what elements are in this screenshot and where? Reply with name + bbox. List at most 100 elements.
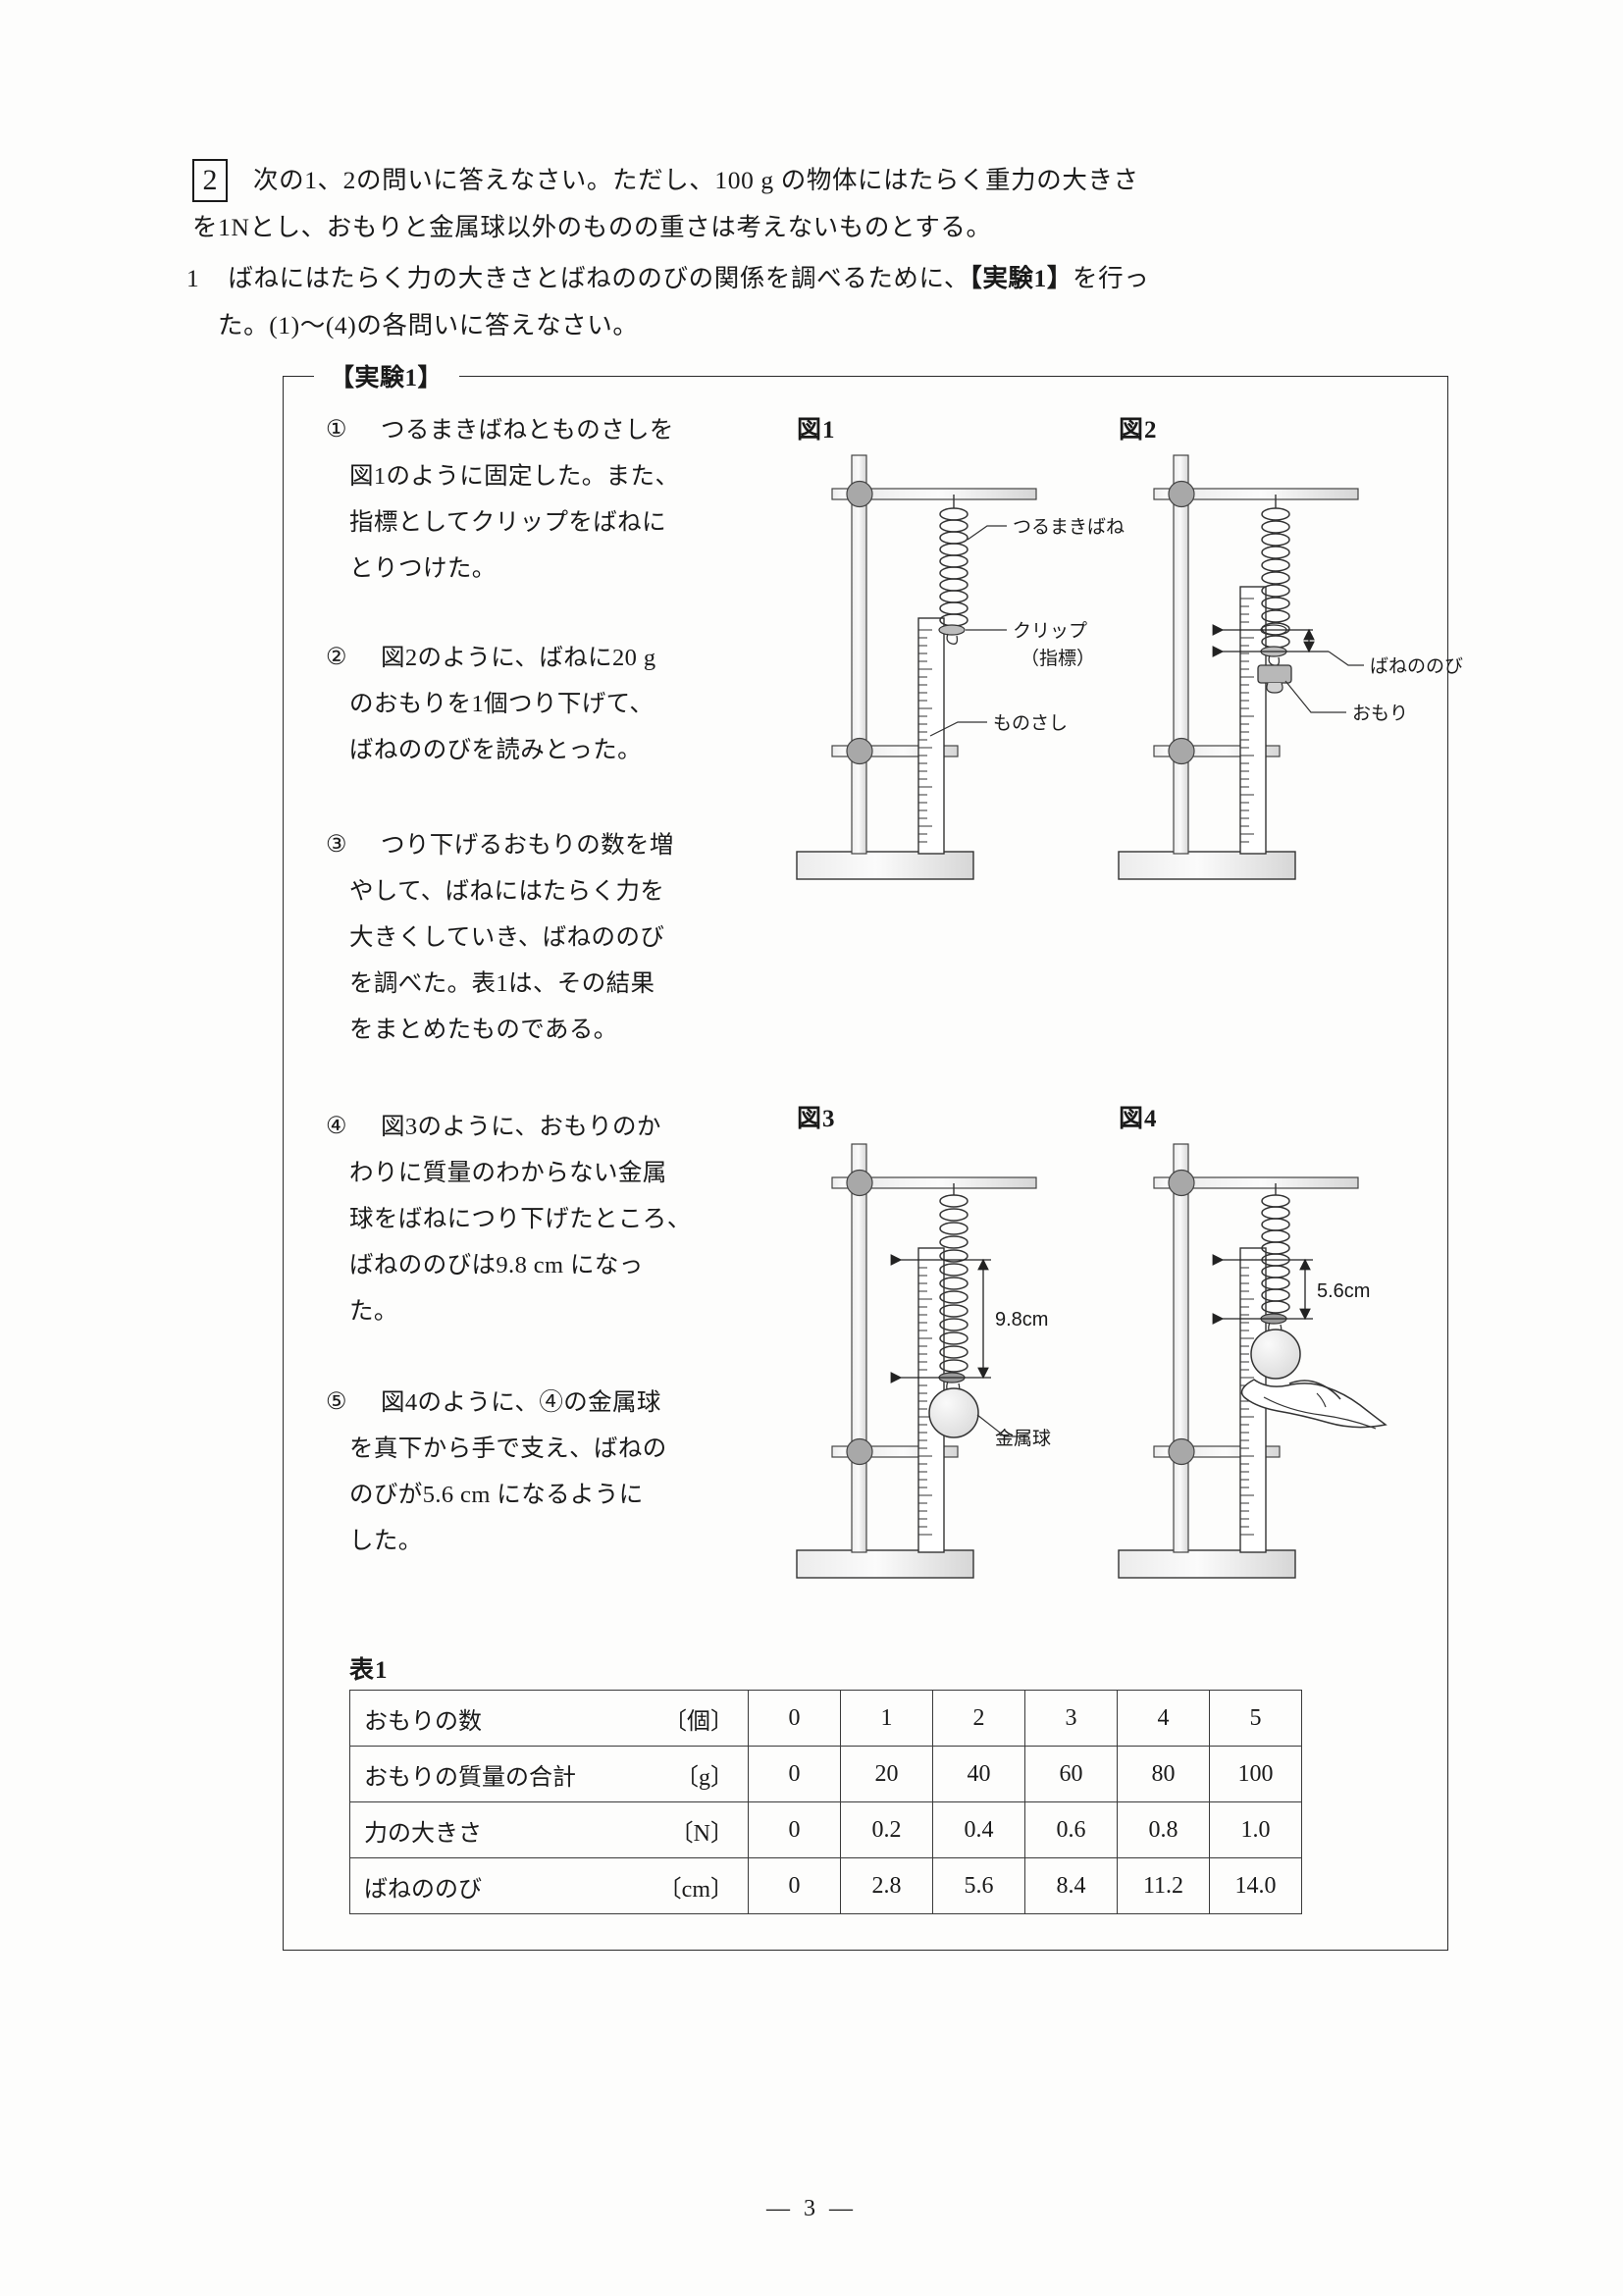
- leader-ruler: [929, 721, 987, 737]
- question-number-box: 2: [192, 159, 228, 202]
- experiment-ref-bold: 【実験1】: [969, 264, 1073, 292]
- metal-ball: [1250, 1329, 1301, 1380]
- upper-arm: [1180, 1176, 1359, 1189]
- step-5-marker: ⑤: [326, 1389, 347, 1415]
- step-3-marker: ③: [326, 832, 347, 858]
- cell-value: 2.8: [840, 1857, 933, 1914]
- step-4-marker: ④: [326, 1114, 347, 1139]
- table-row: おもりの数 〔個〕 0 1 2 3 4 5: [349, 1690, 1302, 1747]
- sub-question-number: 1: [186, 264, 200, 292]
- step-5-line-3: のびが5.6 cm になるように: [349, 1482, 644, 1508]
- cell-value: 8.4: [1024, 1857, 1118, 1914]
- row-label-text: おもりの質量の合計: [364, 1764, 576, 1791]
- results-table: おもりの数 〔個〕 0 1 2 3 4 5 おもりの質量の合計 〔g〕: [349, 1690, 1302, 1914]
- stem-text: 次の1、2の問いに答えなさい。ただし、100 g の物体にはたらく重力の大きさ …: [192, 157, 1458, 251]
- row-unit-text: 〔個〕: [663, 1708, 734, 1735]
- row-unit-text: 〔N〕: [669, 1820, 734, 1847]
- upper-clamp-knob: [846, 480, 873, 508]
- step-5-line-2: を真下から手で支え、ばねの: [349, 1435, 667, 1462]
- question-stem: 2 次の1、2の問いに答えなさい。ただし、100 g の物体にはたらく重力の大き…: [186, 157, 1458, 349]
- step-3-line-5: をまとめたものである。: [349, 1017, 618, 1043]
- stem-line-2: を1Nとし、おもりと金属球以外のものの重さは考えないものとする。: [192, 213, 992, 241]
- stand-base: [796, 1549, 974, 1579]
- vertical-rod: [1173, 1143, 1189, 1553]
- row-label-cell: おもりの数 〔個〕: [349, 1690, 749, 1747]
- annotation-weight: おもり: [1352, 704, 1408, 724]
- experiment-box-top-right-rule: [459, 376, 1448, 377]
- lower-clamp-knob: [1168, 737, 1195, 765]
- annotation-spring-extension: ばねののび: [1370, 655, 1463, 677]
- coil-spring: [1261, 1194, 1290, 1314]
- upper-clamp-knob: [1168, 1169, 1195, 1197]
- leader-metal-ball: [976, 1414, 1028, 1437]
- experiment-box: [283, 376, 1448, 1951]
- sub-question-1: 1 ばねにはたらく力の大きさとばねののびの関係を調べるために、【実験1】を行っ …: [186, 255, 1458, 349]
- figure-3-label: 図3: [797, 1106, 836, 1132]
- stand-base: [1118, 851, 1296, 880]
- clip-hook: [946, 633, 959, 645]
- step-2-body: 図2のように、ばねに20 g のおもりを1個つり下げて、 ばねののびを読みとった…: [349, 635, 748, 773]
- step-1-line-4: とりつけた。: [349, 555, 497, 582]
- upper-arm: [859, 1176, 1037, 1189]
- table-caption: 表1: [349, 1657, 389, 1684]
- cell-value: 100: [1209, 1746, 1302, 1802]
- step-3-line-1: つり下げるおもりの数を増: [381, 832, 674, 859]
- cell-value: 5.6: [932, 1857, 1025, 1914]
- figure-3: 9.8cm 金属球: [785, 1130, 1148, 1616]
- ruler: [1239, 586, 1267, 855]
- annotation-clip-sub: （指標）: [1021, 648, 1095, 669]
- step-2-line-2: のおもりを1個つり下げて、: [349, 691, 654, 717]
- cell-value: 4: [1117, 1690, 1210, 1747]
- vertical-rod: [851, 1143, 867, 1553]
- step-1-body: つるまきばねとものさしを 図1のように固定した。また、 指標としてクリップをばね…: [349, 407, 748, 592]
- row-label-text: おもりの数: [364, 1708, 482, 1735]
- clip-pointer: [938, 624, 966, 636]
- step-1: ① つるまきばねとものさしを 図1のように固定した。また、 指標としてクリップを…: [326, 407, 748, 592]
- figure-4-label: 図4: [1119, 1106, 1158, 1132]
- cell-value: 0: [748, 1690, 841, 1747]
- row-unit-text: 〔g〕: [675, 1764, 734, 1791]
- step-3-line-3: 大きくしていき、ばねののび: [349, 924, 665, 951]
- cell-value: 80: [1117, 1746, 1210, 1802]
- cell-value: 1.0: [1209, 1801, 1302, 1858]
- cell-value: 5: [1209, 1690, 1302, 1747]
- annotation-clip: クリップ: [1013, 620, 1087, 642]
- stem-line-1: 次の1、2の問いに答えなさい。ただし、100 g の物体にはたらく重力の大きさ: [253, 166, 1139, 194]
- step-2-line-1: 図2のように、ばねに20 g: [381, 645, 656, 671]
- annotation-extension-98cm: 9.8cm: [995, 1309, 1048, 1331]
- cell-value: 60: [1024, 1746, 1118, 1802]
- leader-spring: [967, 525, 1007, 541]
- step-2: ② 図2のように、ばねに20 g のおもりを1個つり下げて、 ばねののびを読みと…: [326, 635, 748, 773]
- cell-value: 0.2: [840, 1801, 933, 1858]
- upper-arm: [859, 488, 1037, 500]
- figure-1: つるまきばね クリップ （指標） ものさし: [785, 442, 1138, 917]
- step-4-line-1: 図3のように、おもりのか: [381, 1114, 661, 1140]
- ruler: [917, 617, 945, 855]
- step-2-line-3: ばねののびを読みとった。: [349, 737, 643, 763]
- cell-value: 2: [932, 1690, 1025, 1747]
- step-4-line-3: 球をばねにつり下げたところ、: [349, 1206, 692, 1232]
- page-footer: — 3 —: [766, 2196, 857, 2221]
- row-label-cell: ばねののび 〔cm〕: [349, 1857, 749, 1914]
- figure-1-label: 図1: [797, 417, 836, 444]
- hand-icon: [1240, 1379, 1387, 1430]
- experiment-box-top-left-rule: [283, 376, 314, 377]
- cell-value: 0: [748, 1801, 841, 1858]
- lower-clamp-knob: [1168, 1437, 1195, 1466]
- cell-value: 0.8: [1117, 1801, 1210, 1858]
- sub-question-line-1a: ばねにはたらく力の大きさとばねののびの関係を調べるために、: [228, 264, 969, 292]
- figure-2-svg: ばねののび おもり: [1118, 454, 1463, 880]
- upper-arm: [1180, 488, 1359, 500]
- step-3-body: つり下げるおもりの数を増 やして、ばねにはたらく力を 大きくしていき、ばねののび…: [349, 822, 748, 1053]
- table-row: ばねののび 〔cm〕 0 2.8 5.6 8.4 11.2 14.0: [349, 1857, 1302, 1914]
- step-1-line-1: つるまきばねとものさしを: [381, 417, 674, 444]
- vertical-rod: [1173, 454, 1189, 855]
- weight-bottom: [1266, 682, 1283, 694]
- vertical-rod: [851, 454, 867, 855]
- figure-2: ばねののび おもり: [1107, 442, 1470, 917]
- row-label-text: ばねののび: [364, 1876, 482, 1903]
- metal-ball: [928, 1387, 979, 1438]
- stand-base: [1118, 1549, 1296, 1579]
- step-3: ③ つり下げるおもりの数を増 やして、ばねにはたらく力を 大きくしていき、ばねの…: [326, 822, 748, 1053]
